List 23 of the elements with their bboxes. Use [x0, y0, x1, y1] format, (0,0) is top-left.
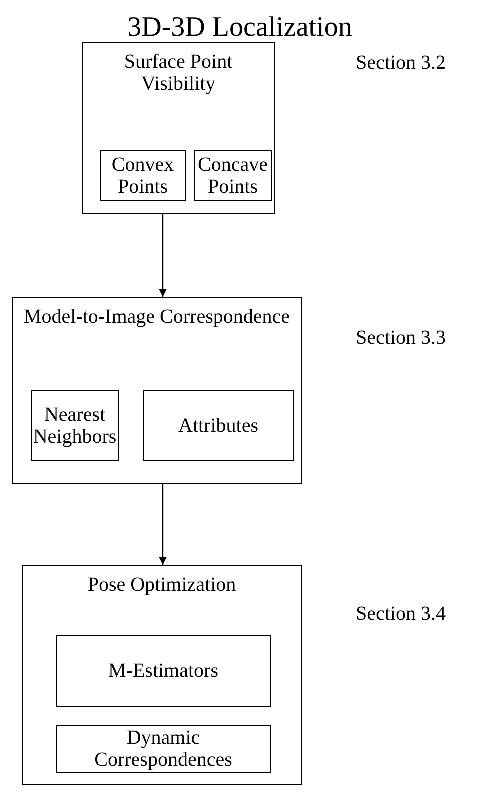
group-box: [82, 42, 275, 214]
group-box: [12, 297, 302, 484]
process-box: [31, 390, 119, 461]
node-label: Concave Points: [197, 154, 269, 198]
node-label: M-Estimators: [108, 660, 220, 682]
process-box: [56, 725, 271, 773]
section-label: Section 3.4: [356, 603, 446, 625]
arrow: [159, 214, 167, 297]
diagram-title: 3D-3D Localization: [126, 12, 354, 44]
process-box: [100, 150, 186, 201]
node-label: Attributes: [178, 414, 260, 436]
section-label: Section 3.2: [356, 52, 446, 74]
group-box: [22, 565, 302, 785]
node-label: Convex Points: [110, 154, 176, 198]
node-label: Nearest Neighbors: [32, 404, 118, 448]
node-label: Pose Optimization: [86, 574, 238, 596]
process-box: [143, 390, 294, 461]
node-label: Surface Point Visibility: [123, 51, 234, 95]
section-label: Section 3.3: [356, 327, 446, 349]
arrow: [159, 484, 167, 565]
node-label: Model-to-Image Correspondence: [22, 306, 291, 328]
node-label: Dynamic Correspondences: [94, 727, 234, 771]
process-box: [56, 635, 271, 707]
